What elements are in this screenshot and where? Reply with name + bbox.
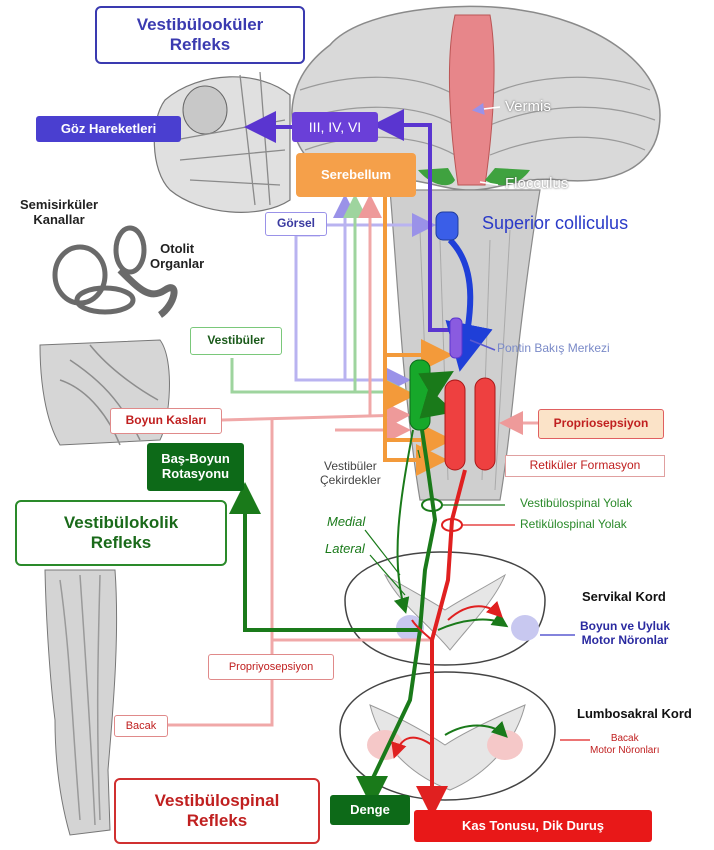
vor-title-box: Vestibülooküler Refleks — [95, 6, 305, 64]
pontin-label: Pontin Bakış Merkezi — [497, 342, 610, 356]
cranial-nuclei-box: III, IV, VI — [292, 112, 378, 142]
gorsel-box: Görsel — [265, 212, 327, 236]
superior-colliculus-label: Superior colliculus — [482, 213, 628, 234]
vermis-label: Vermis — [505, 98, 551, 115]
bacak-motor-label: Bacak Motor Nöronları — [590, 733, 659, 756]
vestibular-nuclei-node — [410, 360, 430, 430]
propriosepsiyon-right-box: Propriosepsiyon — [538, 409, 664, 439]
bacak-box: Bacak — [114, 715, 168, 737]
serebellum-box: Serebellum — [296, 153, 416, 197]
superior-colliculus-node — [436, 212, 458, 240]
denge-box: Denge — [330, 795, 410, 825]
cervical-cord-section — [345, 552, 545, 665]
vcr-title-box: Vestibülokolik Refleks — [15, 500, 227, 566]
otolit-label: Otolit Organlar — [150, 242, 204, 272]
goz-hareketleri-box: Göz Hareketleri — [36, 116, 181, 142]
lumbosakral-kord-label: Lumbosakral Kord — [577, 707, 692, 722]
boyun-kaslari-box: Boyun Kasları — [110, 408, 222, 434]
reticular-formation-right-node — [475, 378, 495, 470]
propriyosepsiyon-left-box: Propriyosepsiyon — [208, 654, 334, 680]
pontine-gaze-node — [450, 318, 462, 358]
bas-boyun-rotasyonu-box: Baş-Boyun Rotasyonu — [147, 443, 244, 491]
lateral-label: Lateral — [325, 542, 365, 557]
vestibulospinal-yolak-label: Vestibülospinal Yolak — [520, 497, 632, 511]
reticular-formation-left-node — [445, 380, 465, 470]
retikulospinal-yolak-label: Retikülospinal Yolak — [520, 518, 627, 532]
flocculus-label: Flocculus — [505, 175, 568, 192]
vsr-title-box: Vestibülospinal Refleks — [114, 778, 320, 844]
leg-illustration — [45, 570, 117, 835]
servikal-kord-label: Servikal Kord — [582, 590, 666, 605]
boyun-uyluk-motor-label: Boyun ve Uyluk Motor Nöronlar — [580, 620, 670, 648]
semisirkuler-label: Semisirküler Kanallar — [20, 198, 98, 228]
medial-label: Medial — [327, 515, 365, 530]
kas-tonusu-box: Kas Tonusu, Dik Duruş — [414, 810, 652, 842]
vestibuler-cekirdekler-label: Vestibüler Çekirdekler — [320, 460, 381, 488]
retikuler-formasyon-label: Retiküler Formasyon — [505, 455, 665, 477]
vestibuler-box: Vestibüler — [190, 327, 282, 355]
eye-illustration — [154, 72, 290, 212]
